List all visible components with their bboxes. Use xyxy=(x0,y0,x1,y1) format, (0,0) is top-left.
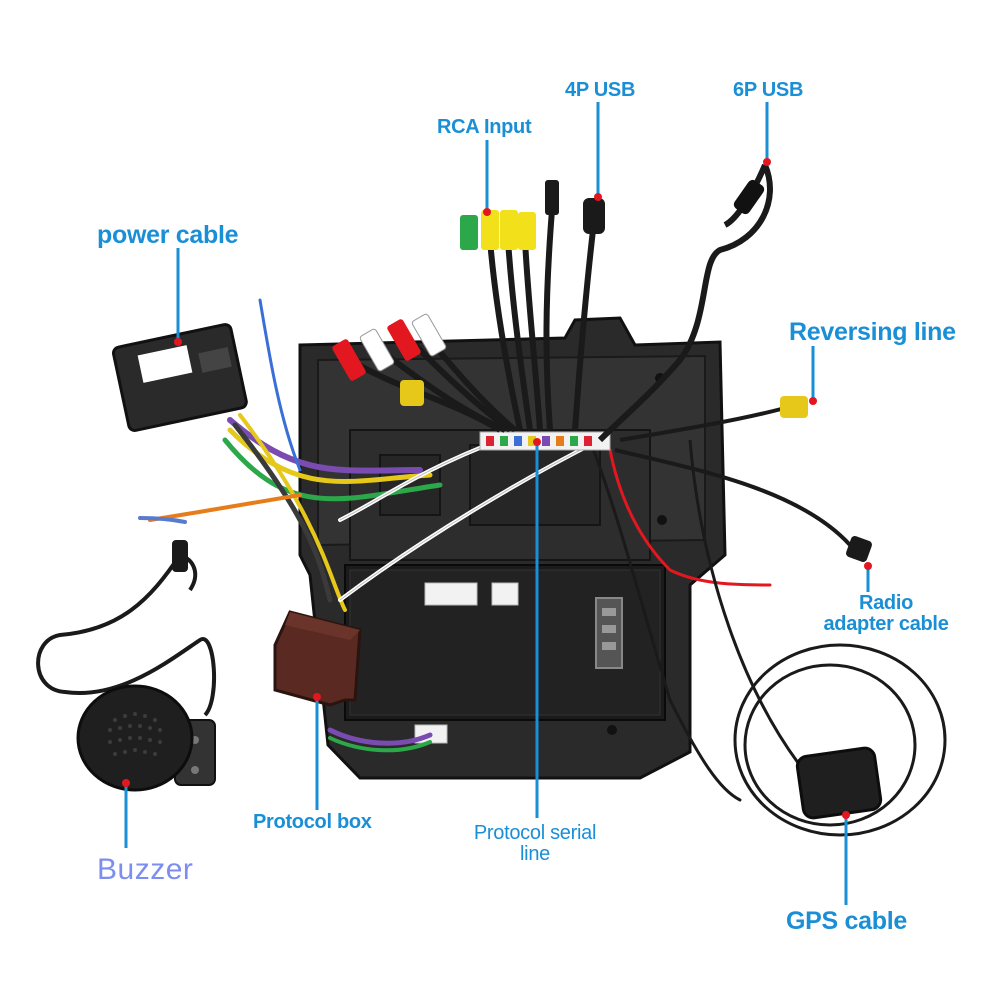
label-radio-adapter: Radio adapter cable xyxy=(812,593,960,635)
marker-protocol-box xyxy=(313,693,321,701)
main-board xyxy=(344,564,666,744)
power-cable-connector xyxy=(111,323,248,432)
label-power-cable: power cable xyxy=(97,221,239,249)
usb-4p-cable xyxy=(572,198,605,431)
marker-usb-6p xyxy=(763,158,771,166)
label-protocol-serial-line1: Protocol serial xyxy=(473,822,597,844)
reversing-line-cable xyxy=(619,396,808,442)
gps-antenna xyxy=(688,439,947,837)
marker-gps xyxy=(842,811,850,819)
usb-6p-cable xyxy=(597,163,773,443)
label-gps-cable: GPS cable xyxy=(786,907,907,935)
label-protocol-serial: Protocol serial line xyxy=(460,823,610,865)
marker-buzzer xyxy=(122,779,130,787)
connector-strip xyxy=(479,431,611,451)
label-protocol-serial-line2: line xyxy=(520,843,550,865)
callout-markers xyxy=(122,158,872,819)
callout-lines xyxy=(124,102,870,905)
label-buzzer: Buzzer xyxy=(97,853,194,886)
protocol-box xyxy=(273,610,362,707)
marker-reversing-line xyxy=(809,397,817,405)
label-reversing-line: Reversing line xyxy=(789,318,956,346)
label-protocol-box: Protocol box xyxy=(253,811,372,833)
marker-protocol-serial xyxy=(533,438,541,446)
label-radio-adapter-line2: adapter cable xyxy=(823,613,949,635)
marker-rca-input xyxy=(483,208,491,216)
harness-wires xyxy=(138,298,772,802)
label-usb-6p: 6P USB xyxy=(733,79,804,101)
label-rca-input: RCA Input xyxy=(437,116,532,138)
radio-adapter-cable xyxy=(614,448,872,562)
marker-usb-4p xyxy=(594,193,602,201)
buzzer-device xyxy=(36,540,216,792)
marker-power-cable xyxy=(174,338,182,346)
label-usb-4p: 4P USB xyxy=(565,79,636,101)
rca-plugs xyxy=(332,180,559,406)
marker-radio-adapter xyxy=(864,562,872,570)
label-radio-adapter-line1: Radio xyxy=(858,592,914,614)
